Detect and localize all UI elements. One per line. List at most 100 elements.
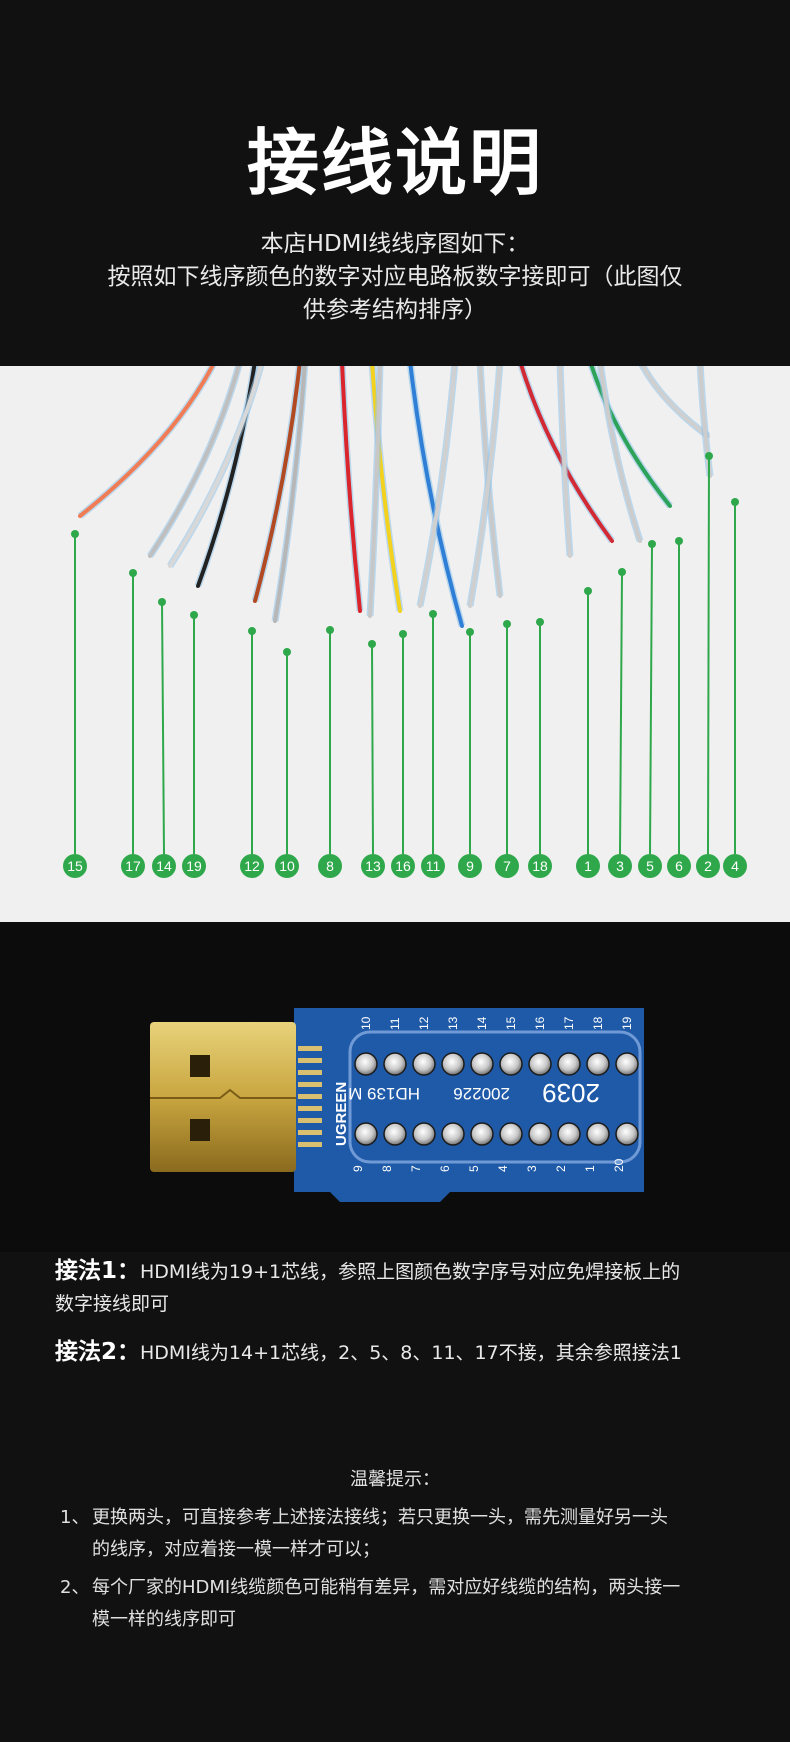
pad-top-12 [412, 1052, 436, 1076]
leader-dot-15 [71, 530, 79, 538]
wire-label-17: 17 [125, 858, 141, 874]
wire-strokes [77, 366, 714, 628]
leader-dot-7 [503, 620, 511, 628]
gold-finger [298, 1058, 322, 1063]
wire-label-12: 12 [244, 858, 260, 874]
pin-label-top-17: 17 [562, 1016, 576, 1030]
leader-dot-12 [248, 627, 256, 635]
hdmi-connector [150, 1022, 296, 1172]
pad-bottom-1 [586, 1122, 610, 1146]
tip-2-line-2: 模一样的线序即可 [92, 1609, 236, 1630]
wire-6 [598, 366, 642, 543]
wire-badge-18 [528, 854, 552, 878]
wire-badge-16 [391, 854, 415, 878]
wire-label-3: 3 [616, 858, 624, 874]
page-title: 接线说明 [246, 121, 543, 205]
pin-label-top-11: 11 [388, 1017, 402, 1030]
wire-label-16: 16 [395, 858, 411, 874]
wire-15 [78, 366, 215, 518]
leader-dot-16 [399, 630, 407, 638]
pin-label-bottom-2: 2 [554, 1165, 568, 1172]
wire-19 [168, 366, 263, 568]
wire-label-11: 11 [426, 858, 441, 874]
tip-item-1: 1、 更换两头，可直接参考上述接法接线；若只更换一头，需先测量好另一头 的线序，… [60, 1502, 740, 1566]
wire-label-19: 19 [186, 858, 202, 874]
wire-badge-17 [121, 854, 145, 878]
leader-dot-3 [618, 568, 626, 576]
wire-8 [340, 366, 362, 613]
pcb-trace-outline [348, 1030, 642, 1164]
method-1-label: 接法1： [55, 1258, 141, 1284]
tip-2-line-1: 每个厂家的HDMI线缆颜色可能稍有差异，需对应好线缆的结构，两头接一 [92, 1577, 681, 1598]
pad-bottom-6 [441, 1122, 465, 1146]
wire-label-7: 7 [503, 858, 511, 874]
model-code: HD139 M [348, 1084, 420, 1103]
leader-line-2 [707, 455, 710, 855]
wire-label-15: 15 [67, 858, 83, 874]
wire-badge-4 [723, 854, 747, 878]
gold-finger [298, 1106, 322, 1111]
connector-hole-bottom [190, 1119, 210, 1141]
wire-label-10: 10 [279, 858, 295, 874]
wire-label-6: 6 [675, 858, 683, 874]
tip-1-line-2: 的线序，对应着接一模一样才可以； [92, 1539, 380, 1560]
tips-title: 温馨提示： [350, 1469, 440, 1490]
wire-16 [368, 366, 382, 618]
leader-dot-4 [731, 498, 739, 506]
pad-bottom-3 [528, 1122, 552, 1146]
wire-badge-14 [152, 854, 176, 878]
pin-label-bottom-5: 5 [467, 1165, 481, 1172]
gold-finger [298, 1118, 322, 1123]
wire-11 [408, 366, 464, 628]
tip-2-number: 2、 [60, 1577, 90, 1598]
pad-bottom-20 [615, 1122, 639, 1146]
wire-badge-6 [667, 854, 691, 878]
method-2-text: HDMI线为14+1芯线，2、5、8、11、17不接，其余参照接法1 [140, 1342, 682, 1364]
leader-dot-11 [429, 610, 437, 618]
leader-dot-19 [190, 611, 198, 619]
wire-label-4: 4 [731, 858, 739, 874]
pin-label-bottom-20: 20 [612, 1158, 626, 1172]
connector-seam [150, 1088, 296, 1099]
pad-top-17 [557, 1052, 581, 1076]
method-2-label: 接法2： [55, 1339, 141, 1365]
pin-label-bottom-4: 4 [496, 1165, 510, 1172]
pad-top-13 [441, 1052, 465, 1076]
connector-hole-top [190, 1055, 210, 1077]
method-2: 接法2：HDMI线为14+1芯线，2、5、8、11、17不接，其余参照接法1 [55, 1336, 745, 1369]
wire-badge-9 [458, 854, 482, 878]
pin-label-bottom-6: 6 [438, 1165, 452, 1172]
pin-label-top-19: 19 [620, 1016, 634, 1030]
screw-pads [354, 1052, 639, 1146]
leader-dot-8 [326, 626, 334, 634]
pad-bottom-5 [470, 1122, 494, 1146]
wire-badge-1 [576, 854, 600, 878]
pin-label-bottom-1: 1 [583, 1165, 597, 1172]
wire-badge-19 [182, 854, 206, 878]
gold-finger [298, 1046, 322, 1051]
pin-label-bottom-3: 3 [525, 1165, 539, 1172]
wire-badge-12 [240, 854, 264, 878]
intro-line-2: 按照如下线序颜色的数字对应电路板数字接即可（此图仅 [107, 264, 683, 290]
wire-badge-11 [421, 854, 445, 878]
intro-text: 本店HDMI线线序图如下： 按照如下线序颜色的数字对应电路板数字接即可（此图仅 … [60, 228, 730, 327]
leader-dot-2 [705, 452, 713, 460]
gold-finger [298, 1130, 322, 1135]
brand-logo-text: UGREEN [333, 1082, 350, 1146]
wire-badge-10 [275, 854, 299, 878]
pin-label-top-16: 16 [533, 1016, 547, 1030]
leader-dot-1 [584, 587, 592, 595]
intro-line-3: 供参考结构排序） [303, 297, 487, 323]
leader-dot-13 [368, 640, 376, 648]
pad-top-16 [528, 1052, 552, 1076]
tip-item-2: 2、 每个厂家的HDMI线缆颜色可能稍有差异，需对应好线缆的结构，两头接一 模一… [60, 1572, 740, 1636]
pin-label-bottom-7: 7 [409, 1165, 423, 1172]
gold-finger [298, 1094, 322, 1099]
wire-badge-3 [608, 854, 632, 878]
wire-badge-7 [495, 854, 519, 878]
